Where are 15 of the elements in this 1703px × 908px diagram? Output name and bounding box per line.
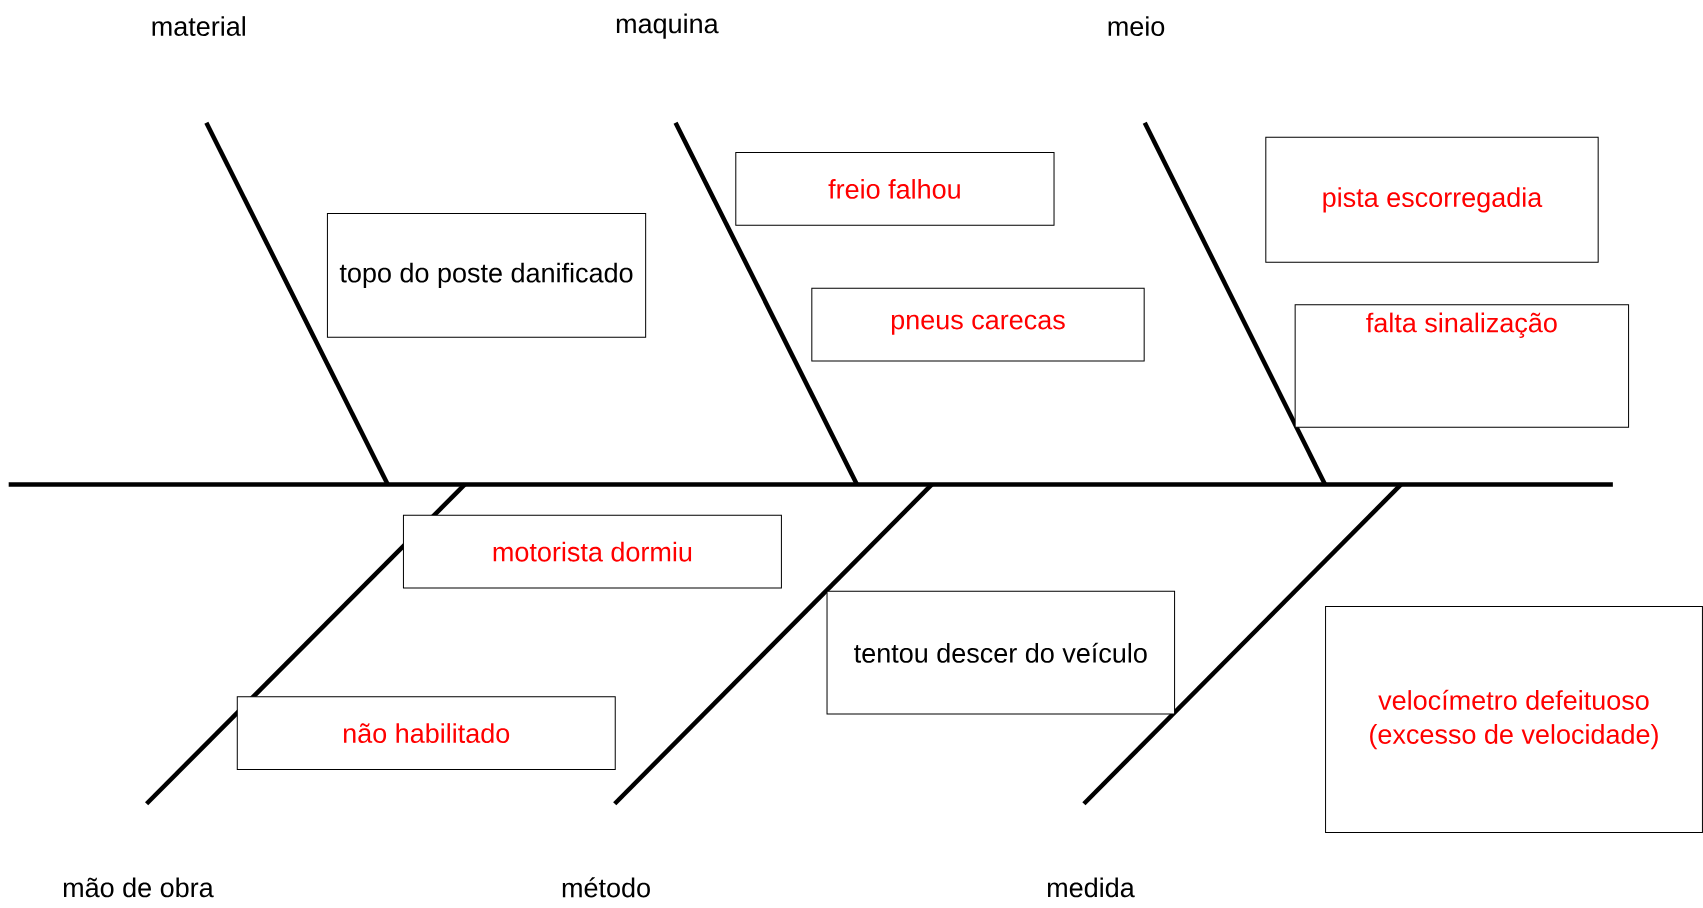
cause-box: motorista dormiu [402,514,782,589]
cause-box: não habilitado [236,696,616,770]
cause-box: tentou descer do veículo [826,590,1176,715]
category-label: meio [1108,16,1165,36]
cause-box: pista escorregadia [1265,136,1599,263]
category-label: maquina [616,13,719,39]
cause-box: falta sinalização [1294,304,1630,428]
cause-box: topo do poste danificado [326,212,647,338]
cause-box: velocímetro defeituoso (excesso de velocidade) [1325,606,1703,833]
category-label: mão de obra [63,877,214,898]
cause-box: freio falhou [735,152,1055,226]
cause-box: pneus carecas [811,287,1145,362]
category-label: medida [1047,877,1135,898]
category-label: material [152,16,245,36]
category-label: método [562,877,650,898]
